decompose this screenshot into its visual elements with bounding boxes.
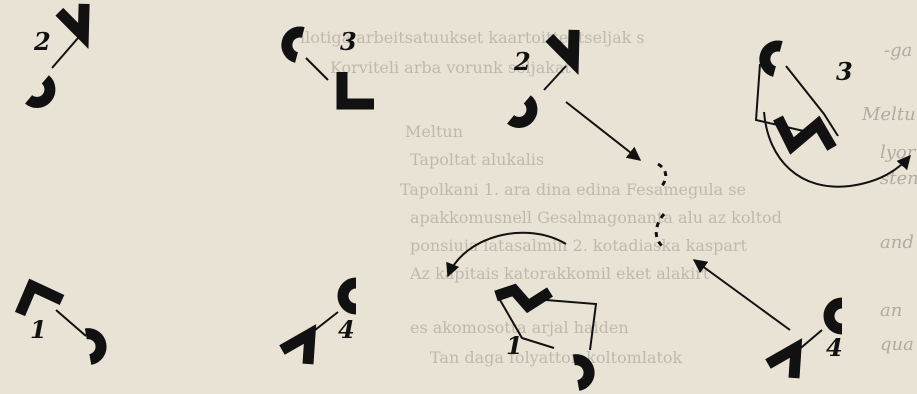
label-3: 3 [836, 57, 853, 86]
label-1: 1 [30, 315, 47, 344]
reaction-scheme: 2 3 1 [448, 28, 910, 386]
chevron-shape [547, 28, 576, 62]
connector-line [52, 38, 78, 68]
arrow-curve-1 [448, 233, 566, 276]
connector-line [56, 310, 86, 336]
connector-line [306, 58, 328, 80]
chevron-shape [496, 290, 550, 306]
hook-shape [284, 29, 303, 57]
chevron-shape [342, 72, 374, 104]
config-2-left: 2 [29, 2, 87, 108]
label-1: 1 [506, 331, 523, 360]
chevron-shape [57, 2, 86, 36]
arrow-2-to-3 [566, 102, 640, 160]
connector-line [544, 66, 566, 90]
label-3: 3 [340, 27, 357, 56]
hook-shape [29, 79, 56, 107]
arrow-4-to-1 [694, 260, 790, 330]
chevron-shape [768, 348, 796, 378]
label-4: 4 [826, 333, 843, 362]
chevron-shape [20, 286, 62, 314]
chevron-shape [282, 334, 310, 364]
hook-shape [343, 283, 356, 309]
dashed-bond [656, 214, 664, 246]
hook-shape [829, 303, 842, 329]
config-4-left: 4 [282, 283, 356, 364]
hook-shape [511, 99, 538, 127]
hook-shape [86, 332, 103, 360]
chevron-shape [778, 118, 832, 148]
config-3-left: 3 [284, 27, 374, 104]
dashed-bond [658, 164, 666, 188]
connector-line [546, 300, 596, 350]
label-4: 4 [338, 315, 355, 344]
hook-shape [574, 358, 591, 386]
config-1-left: 1 [20, 286, 103, 359]
hook-shape [762, 43, 781, 71]
label-2: 2 [513, 47, 531, 76]
label-2: 2 [33, 27, 51, 56]
